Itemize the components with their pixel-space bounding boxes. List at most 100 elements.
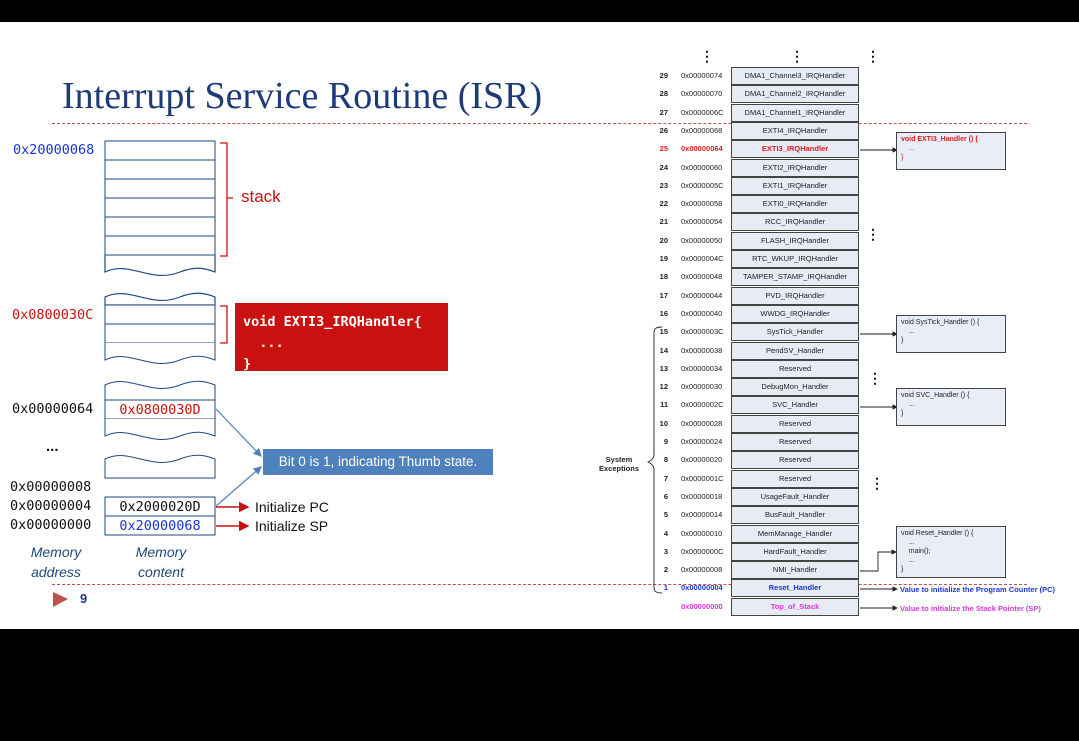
- code-line: }: [243, 356, 252, 372]
- vector-handler-cell: Reserved: [731, 359, 859, 378]
- vector-table-connectors: [646, 147, 898, 611]
- vector-handler-cell: TAMPER_STAMP_IRQHandler: [731, 268, 859, 287]
- vector-handler-cell: PVD_IRQHandler: [731, 286, 859, 305]
- address-handler: 0x0800030C: [12, 307, 94, 323]
- vector-number: 13: [659, 363, 668, 373]
- handler-svc-box: void SVC_Handler () { ...}: [896, 388, 1006, 426]
- note-initial-sp: Value to initialize the Stack Pointer (S…: [900, 604, 1041, 613]
- vector-entry-value: 0x0800030D: [119, 402, 201, 418]
- stack-cell: [104, 235, 216, 256]
- vector-address: 0x00000008: [681, 565, 723, 575]
- vector-handler-cell: BusFault_Handler: [731, 506, 859, 525]
- slide-title: Interrupt Service Routine (ISR): [62, 75, 543, 117]
- vector-handler-cell: Reserved: [731, 414, 859, 433]
- handler-exti3-box: void EXTI3_Handler () { ...}: [896, 132, 1006, 170]
- vector-number: 21: [659, 217, 668, 227]
- vector-address: 0x00000034: [681, 363, 723, 373]
- stack-bracket: [220, 142, 233, 257]
- vector-table-row: 27 0x0000006C DMA1_Channel1_IRQHandler: [0, 103, 1079, 122]
- vector-number: 6: [663, 491, 668, 501]
- vector-number: 16: [659, 308, 668, 318]
- vdots-icon: ⋮: [868, 370, 882, 386]
- footer-marker: [53, 592, 68, 607]
- vector-address: 0x0000006C: [681, 107, 724, 117]
- vector-address: 0x0000002C: [681, 400, 724, 410]
- address-stack-top: 0x20000068: [13, 142, 95, 158]
- vector-handler-cell: PendSV_Handler: [731, 341, 859, 360]
- vector-number: 22: [659, 199, 668, 209]
- vector-address: 0x00000068: [681, 125, 723, 135]
- handler-systick-box: void SysTick_Handler () { ...}: [896, 315, 1006, 353]
- vector-table-row: 14 0x00000038 PendSV_Handler: [0, 341, 1079, 360]
- vector-number: 25: [659, 144, 668, 154]
- vector-number: 27: [659, 107, 668, 117]
- vdots-icon: ⋮: [866, 226, 880, 242]
- vector-address: 0x00000010: [681, 528, 723, 538]
- vector-address: 0x00000024: [681, 437, 723, 446]
- vector-address: 0x00000074: [681, 71, 723, 80]
- vector-handler-cell: DMA1_Channel1_IRQHandler: [731, 103, 859, 122]
- vector-number: 14: [659, 345, 668, 355]
- value-initial-sp: 0x20000068: [119, 518, 201, 534]
- footer-divider: [52, 584, 1027, 585]
- vector-number: 9: [663, 437, 668, 446]
- vector-address: 0x00000054: [681, 217, 723, 227]
- page-number: 9: [80, 591, 88, 606]
- vdots-icon: ⋮: [700, 48, 714, 64]
- vector-handler-cell: RTC_WKUP_IRQHandler: [731, 250, 859, 268]
- handler-code-box: void EXTI3_IRQHandler{ ...}: [235, 303, 448, 372]
- vector-address: 0x0000001C: [681, 473, 724, 483]
- vector-address: 0x0000003C: [681, 327, 724, 337]
- vector-number: 23: [659, 180, 668, 190]
- vector-number: 5: [663, 510, 668, 520]
- vector-handler-cell: NMI_Handler: [731, 561, 859, 580]
- value-initial-pc: 0x2000020D: [119, 499, 201, 515]
- address-4: 0x00000004: [10, 498, 92, 514]
- init-pc-label: Initialize PC: [255, 499, 329, 515]
- vector-number: 4: [663, 528, 668, 538]
- vector-handler-cell: DMA1_Channel2_IRQHandler: [731, 85, 859, 104]
- vdots-icon: ⋮: [790, 48, 804, 64]
- vector-number: 28: [659, 89, 668, 99]
- vector-address: 0x00000018: [681, 491, 723, 501]
- code-line: void EXTI3_IRQHandler{: [243, 314, 422, 330]
- thumb-bit-callout: Bit 0 is 1, indicating Thumb state.: [263, 449, 493, 475]
- vector-address: 0x00000038: [681, 345, 723, 355]
- vector-handler-cell: Top_of_Stack: [731, 597, 859, 616]
- vector-number: 3: [663, 546, 668, 556]
- vector-address: 0x00000050: [681, 235, 723, 245]
- vector-number: 10: [659, 418, 668, 428]
- stack-label: stack: [241, 187, 281, 206]
- handler-reset-box: void Reset_Handler () { ... main(); ...}: [896, 526, 1006, 578]
- vector-address: 0x0000004C: [681, 254, 724, 263]
- vector-handler-cell: EXTI0_IRQHandler: [731, 195, 859, 214]
- init-sp-label: Initialize SP: [255, 518, 329, 534]
- vector-handler-cell: Reserved: [731, 469, 859, 488]
- vector-address: 0x00000058: [681, 199, 723, 209]
- code-line: ...: [243, 335, 284, 351]
- vector-address: 0x00000000: [681, 601, 723, 611]
- note-initial-pc: Value to initialize the Program Counter …: [900, 585, 1056, 594]
- vector-number: 2: [663, 565, 668, 575]
- vector-address: 0x00000044: [681, 290, 723, 300]
- vector-handler-cell: RCC_IRQHandler: [731, 213, 859, 232]
- vector-handler-cell: SVC_Handler: [731, 396, 859, 415]
- vector-address: 0x00000070: [681, 89, 723, 99]
- vector-handler-cell: EXTI3_IRQHandler: [731, 140, 859, 159]
- address-0: 0x00000000: [10, 517, 92, 533]
